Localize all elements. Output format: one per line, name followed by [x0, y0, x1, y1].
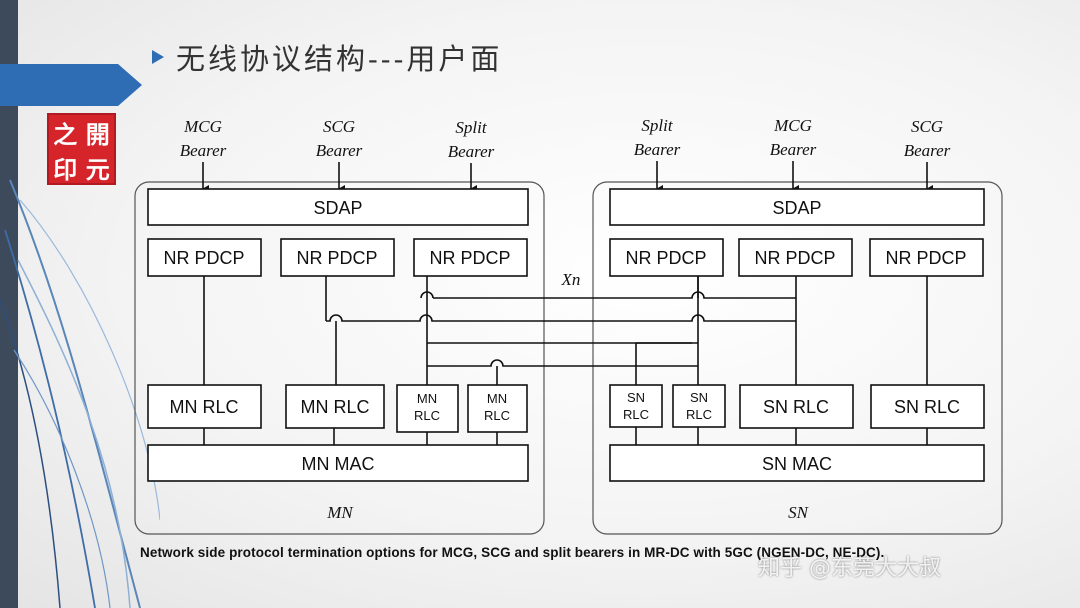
mn-rlc-label: RLC	[484, 408, 510, 423]
xn-connector	[326, 314, 796, 322]
watermark: 知乎 @东莞大大叔	[758, 556, 941, 581]
sn-rlc-label: SN RLC	[894, 397, 960, 417]
slide-title-text: 无线协议结构---用户面	[176, 42, 503, 76]
sn-rlc-label: RLC	[686, 407, 712, 422]
mn-pdcp-label: NR PDCP	[429, 248, 510, 268]
sn-bearer-label: MCG	[773, 116, 812, 135]
figure-caption: Network side protocol termination option…	[140, 545, 885, 560]
mn-bearer-label: SCG	[323, 117, 355, 136]
mn-pdcp-box	[280, 238, 395, 277]
xn-label: Xn	[561, 270, 581, 289]
sn-rlc-box	[739, 384, 854, 429]
sn-bearer-label: SCG	[911, 117, 943, 136]
mn-rlc-label: RLC	[414, 408, 440, 423]
mn-mac-label: MN MAC	[302, 454, 375, 474]
sn-mac-label: SN MAC	[762, 454, 832, 474]
slide-title: 无线协议结构---用户面	[152, 36, 502, 78]
mn-pdcp-label: NR PDCP	[296, 248, 377, 268]
sn-rlc-box	[672, 384, 726, 428]
left-sidebar-bar	[0, 0, 18, 608]
mn-pdcp-label: NR PDCP	[163, 248, 244, 268]
logo: 之 開 印 元	[47, 113, 116, 185]
xn-connector	[420, 291, 434, 299]
mn-pdcp-box	[147, 238, 262, 277]
mn-sdap-box	[147, 188, 529, 226]
logo-char: 之	[53, 120, 78, 149]
mn-bearer-label: Bearer	[316, 141, 363, 160]
sn-rlc-box	[609, 384, 663, 428]
sn-rlc-label: SN	[627, 390, 645, 405]
sn-sdap-box	[609, 188, 985, 226]
mn-rlc-box	[285, 384, 385, 429]
sn-pdcp-label: NR PDCP	[885, 248, 966, 268]
logo-char: 印	[53, 155, 78, 184]
sn-pdcp-label: NR PDCP	[625, 248, 706, 268]
logo-char: 元	[85, 155, 110, 184]
sn-rlc-box	[870, 384, 985, 429]
sn-bearer-label: Bearer	[904, 141, 951, 160]
sn-bearer-label: Split	[641, 116, 673, 135]
mn-rlc-box	[396, 384, 459, 433]
mn-pdcp-box	[413, 238, 528, 277]
mn-rlc-label: MN RLC	[169, 397, 238, 417]
sn-rlc-label: SN RLC	[763, 397, 829, 417]
sn-mac-box	[609, 444, 985, 482]
mn-bearer-label: Bearer	[180, 141, 227, 160]
sn-bearer-label: Bearer	[770, 140, 817, 159]
mn-mac-box	[147, 444, 529, 482]
logo-char: 開	[85, 120, 110, 149]
mn-node-label: MN	[326, 503, 354, 522]
sn-rlc-label: SN	[690, 390, 708, 405]
xn-connector	[427, 359, 698, 367]
mn-rlc-box	[147, 384, 262, 429]
xn-connector	[433, 291, 796, 299]
decorative-curves	[0, 179, 160, 608]
mn-rlc-label: MN	[417, 391, 437, 406]
sn-pdcp-box	[609, 238, 724, 277]
sn-sdap-label: SDAP	[772, 198, 821, 218]
mn-rlc-box	[467, 384, 528, 433]
sn-pdcp-label: NR PDCP	[754, 248, 835, 268]
sn-rlc-label: RLC	[623, 407, 649, 422]
sn-node-label: SN	[788, 503, 810, 522]
mn-sdap-label: SDAP	[313, 198, 362, 218]
sn-pdcp-box	[869, 238, 984, 277]
sn-pdcp-box	[738, 238, 853, 277]
arrow-banner-icon	[0, 64, 142, 106]
triangle-bullet-icon	[152, 50, 164, 64]
mn-bearer-label: Split	[455, 118, 487, 137]
sn-node-outline	[592, 181, 1003, 535]
mn-bearer-label: Bearer	[448, 142, 495, 161]
mn-bearer-label: MCG	[183, 117, 222, 136]
sn-bearer-label: Bearer	[634, 140, 681, 159]
mn-rlc-label: MN RLC	[300, 397, 369, 417]
mn-rlc-label: MN	[487, 391, 507, 406]
